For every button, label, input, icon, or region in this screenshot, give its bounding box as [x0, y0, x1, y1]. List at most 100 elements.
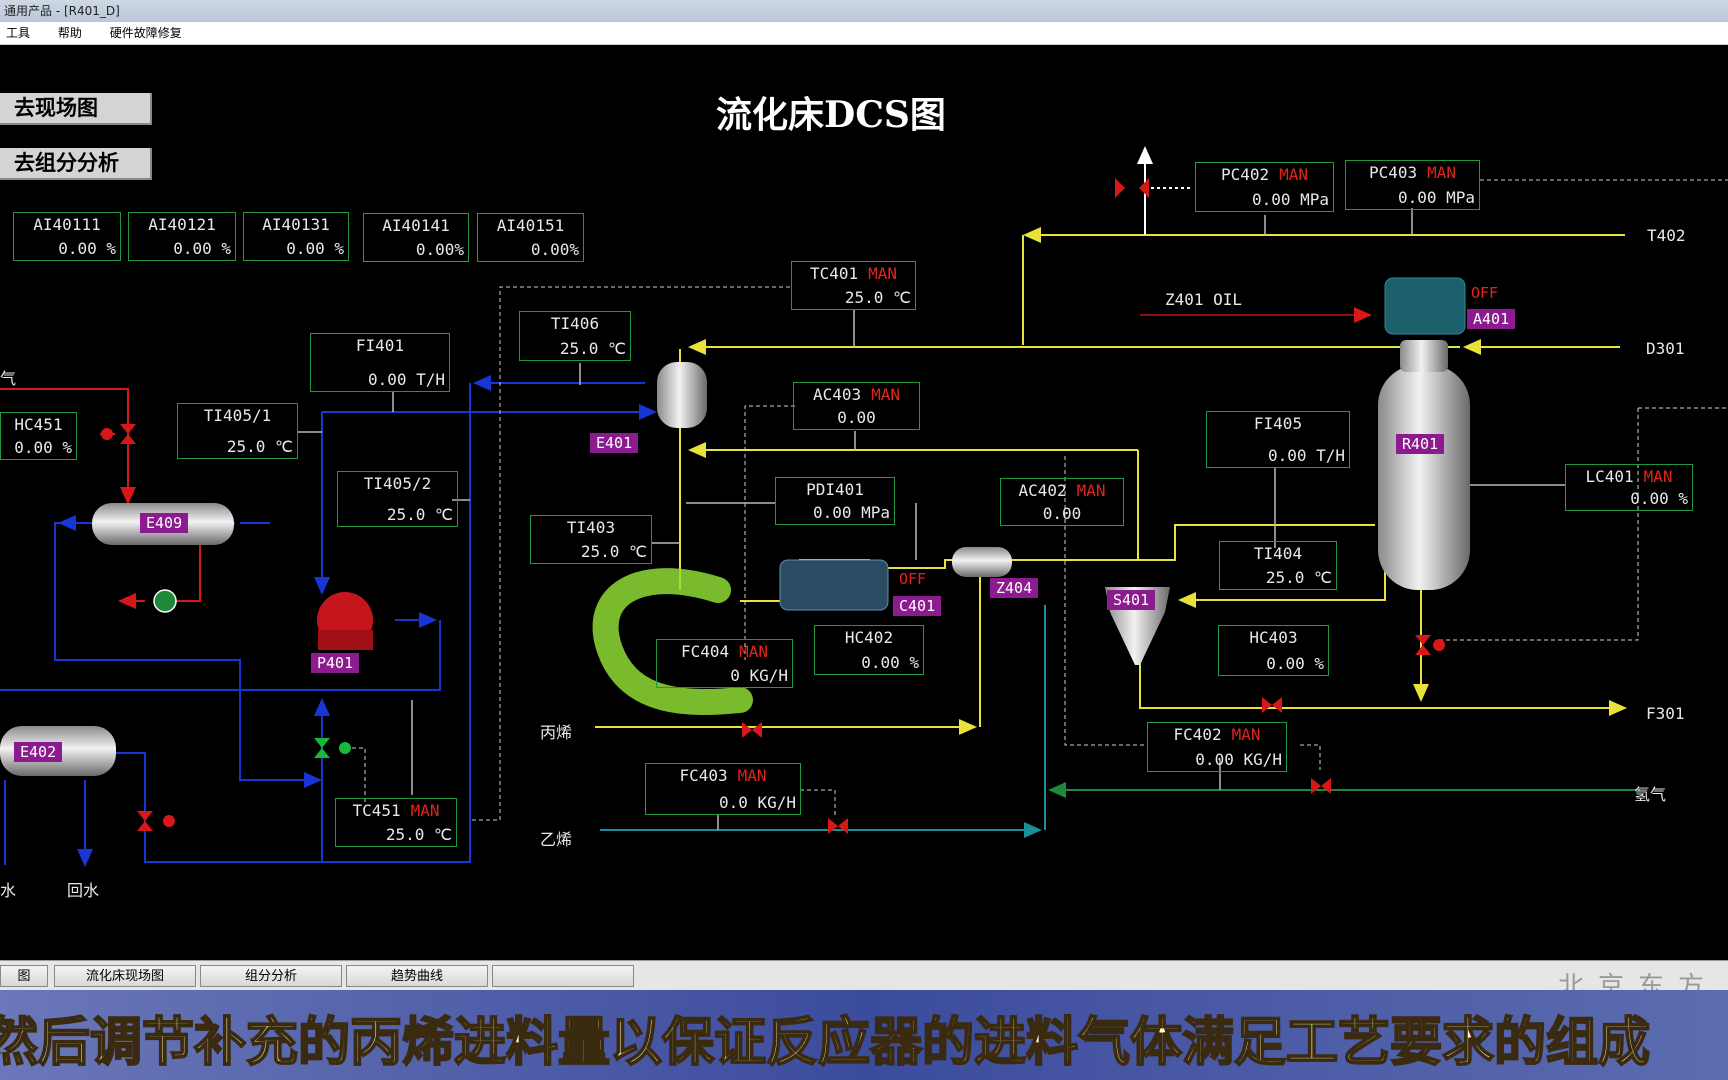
goto-component-button[interactable]: 去组分分析: [0, 148, 152, 180]
instrument-value: 0 KG/H: [730, 666, 788, 685]
mode-indicator: MAN: [1643, 467, 1673, 486]
subtitle-bar: 然后调节补充的丙烯进料量以保证反应器的进料气体满足工艺要求的组成: [0, 990, 1728, 1080]
instrument-tag: TI405/2: [363, 474, 432, 493]
instrument-tag: TI404: [1253, 544, 1303, 563]
instrument-value: 0.0 KG/H: [718, 793, 796, 812]
instrument-tag: FC404: [680, 642, 730, 661]
mode-indicator: MAN: [1231, 725, 1261, 744]
equipment-tag-E401[interactable]: E401: [590, 433, 639, 453]
a401-status: OFF: [1471, 284, 1499, 302]
menu-help[interactable]: 帮助: [57, 26, 82, 40]
analyzer-tag: AI40111: [33, 215, 101, 234]
instrument-value: 0.00 MPa: [1397, 188, 1475, 207]
equipment-tag-R401[interactable]: R401: [1396, 434, 1445, 454]
instrument-value: 0.00 MPa: [1251, 190, 1329, 209]
bottom-tab-bar: 图 流化床现场图 组分分析 趋势曲线: [0, 960, 1728, 991]
e401-vessel: [657, 362, 707, 428]
instrument-tag: TI403: [566, 518, 616, 537]
tab-component-analysis[interactable]: 组分分析: [200, 965, 342, 987]
instrument-tag: FI405: [1253, 414, 1303, 433]
stream-return-water: 回水: [67, 881, 100, 900]
analyzer-AI40131[interactable]: AI40131 0.00 %: [243, 212, 349, 261]
instrument-value: 0.00 %: [14, 438, 72, 457]
stream-water: 水: [0, 881, 17, 900]
instrument-value: 0.00 %: [861, 653, 919, 672]
window-titlebar: 通用产品 - [R401_D]: [0, 0, 1728, 22]
instrument-tag: FC403: [679, 766, 728, 785]
equipment-tag-S401[interactable]: S401: [1107, 590, 1156, 610]
highlight-annotation: [592, 568, 753, 716]
mode-indicator: MAN: [1076, 481, 1106, 500]
equipment-tag-A401[interactable]: A401: [1467, 309, 1516, 329]
instrument-TI405-1[interactable]: TI405/1 25.0 ℃: [177, 403, 298, 459]
goto-field-button[interactable]: 去现场图: [0, 93, 152, 125]
instrument-FI405[interactable]: FI405 0.00 T/H: [1206, 411, 1350, 468]
instrument-tag: TC451: [352, 801, 401, 820]
instrument-value: 25.0 ℃: [226, 437, 293, 456]
equipment-tag-E402[interactable]: E402: [14, 742, 63, 762]
instrument-value: 0.00: [1042, 504, 1082, 523]
stream-gas: 气: [0, 369, 17, 388]
analyzer-value: 0.00 %: [286, 239, 344, 258]
instrument-value: 25.0 ℃: [844, 288, 911, 307]
instrument-value: 0.00 T/H: [1267, 446, 1345, 465]
instrument-tag: HC451: [14, 415, 63, 434]
analyzer-AI40141[interactable]: AI40141 0.00%: [363, 213, 469, 262]
analyzer-value: 0.00%: [415, 240, 464, 259]
stream-hydrogen: 氢气: [1634, 785, 1667, 804]
menu-hardware-repair[interactable]: 硬件故障修复: [109, 26, 182, 40]
equipment-tag-C401[interactable]: C401: [893, 596, 942, 616]
instrument-HC451[interactable]: HC451 0.00 %: [0, 412, 77, 460]
c401-status: OFF: [899, 570, 927, 588]
process-pipes: [0, 146, 1728, 867]
equipment-tag-P401[interactable]: P401: [311, 653, 360, 673]
tab-trend-curve[interactable]: 趋势曲线: [346, 965, 488, 987]
analyzer-value: 0.00 %: [58, 239, 116, 258]
r401-vessel: [1378, 365, 1470, 590]
analyzer-tag: AI40131: [262, 215, 330, 234]
instrument-AC402[interactable]: AC402 MAN 0.00: [1000, 478, 1124, 526]
stream-D301: D301: [1646, 339, 1685, 358]
instrument-PDI401[interactable]: PDI401 0.00 MPa: [775, 477, 895, 525]
mode-indicator: MAN: [868, 264, 898, 283]
instrument-tag: AC402: [1018, 481, 1067, 500]
instrument-tag: PDI401: [806, 480, 864, 499]
equipment-tag-E409[interactable]: E409: [140, 513, 189, 533]
instrument-value: 0.00: [837, 408, 876, 427]
mode-indicator: MAN: [410, 801, 440, 820]
a401-motor: [1384, 277, 1466, 335]
equipment-tag-Z404[interactable]: Z404: [990, 578, 1039, 598]
z404-vessel: [952, 547, 1012, 577]
stream-F301: F301: [1646, 704, 1685, 723]
tab-diagram[interactable]: 图: [0, 965, 48, 987]
mode-indicator: MAN: [1279, 165, 1309, 184]
instrument-value: 0.00 MPa: [812, 503, 890, 522]
stream-Z401-oil: Z401 OIL: [1165, 290, 1243, 309]
instrument-tag: TI405/1: [203, 406, 272, 425]
analyzer-AI40111[interactable]: AI40111 0.00 %: [13, 212, 121, 261]
analyzer-tag: AI40151: [496, 216, 565, 235]
menu-tools[interactable]: 工具: [6, 26, 31, 40]
tab-fluidbed-field[interactable]: 流化床现场图: [54, 965, 196, 987]
tab-blank[interactable]: [492, 965, 634, 987]
analyzer-tag: AI40141: [382, 216, 450, 235]
instrument-tag: FI401: [355, 336, 405, 355]
